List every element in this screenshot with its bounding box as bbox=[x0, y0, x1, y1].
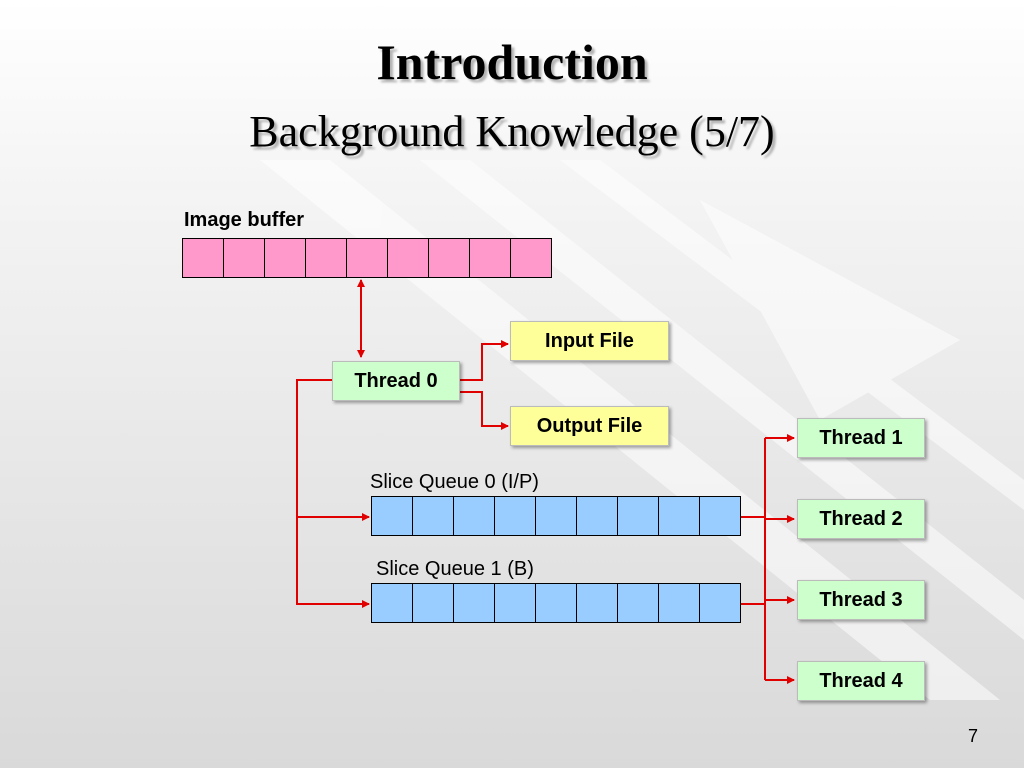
buffer-cell bbox=[428, 238, 470, 278]
buffer-cell bbox=[576, 496, 618, 536]
buffer-cell bbox=[535, 496, 577, 536]
buffer-cell bbox=[617, 583, 659, 623]
buffer-cell bbox=[264, 238, 306, 278]
buffer-cell bbox=[371, 496, 413, 536]
buffer-cell bbox=[576, 583, 618, 623]
slide-title: Introduction bbox=[376, 34, 648, 90]
buffer-cell bbox=[658, 496, 700, 536]
buffer-cell bbox=[617, 496, 659, 536]
buffer-cell bbox=[305, 238, 347, 278]
thread0-output-arrow bbox=[459, 391, 509, 430]
slice-queue-1-label: Slice Queue 1 (B) bbox=[376, 558, 534, 580]
buffer-cell bbox=[412, 583, 454, 623]
buffer-cell bbox=[510, 238, 552, 278]
image-buffer bbox=[182, 238, 552, 278]
buffer-cell bbox=[658, 583, 700, 623]
thread0-queue1-arrow bbox=[296, 517, 370, 608]
thread-0-box: Thread 0 bbox=[332, 361, 460, 401]
input-file-box: Input File bbox=[510, 321, 669, 361]
buffer-cell bbox=[699, 583, 741, 623]
slice-queue-0 bbox=[371, 496, 741, 536]
slide-subtitle: Background Knowledge (5/7) bbox=[249, 107, 775, 156]
buffer-cell bbox=[494, 496, 536, 536]
buffer-cell bbox=[412, 496, 454, 536]
thread-4-box: Thread 4 bbox=[797, 661, 925, 701]
buffer-cell bbox=[371, 583, 413, 623]
buffer-cell bbox=[453, 496, 495, 536]
thread-2-box: Thread 2 bbox=[797, 499, 925, 539]
thread-1-box: Thread 1 bbox=[797, 418, 925, 458]
slice-queue-1 bbox=[371, 583, 741, 623]
thread0-queue0-arrow bbox=[296, 379, 370, 521]
slice-queue-0-label: Slice Queue 0 (I/P) bbox=[370, 471, 539, 493]
buffer-cell bbox=[453, 583, 495, 623]
thread0-input-arrow bbox=[459, 340, 509, 381]
buffer-cell bbox=[223, 238, 265, 278]
image-buffer-label: Image buffer bbox=[184, 209, 305, 231]
buffer-cell bbox=[699, 496, 741, 536]
buffer-cell bbox=[346, 238, 388, 278]
buffer-cell bbox=[469, 238, 511, 278]
output-file-box: Output File bbox=[510, 406, 669, 446]
buffer-cell bbox=[387, 238, 429, 278]
buffer-cell bbox=[182, 238, 224, 278]
buffer-cell bbox=[535, 583, 577, 623]
page-number: 7 bbox=[967, 726, 978, 746]
thread-3-box: Thread 3 bbox=[797, 580, 925, 620]
buffer-cell bbox=[494, 583, 536, 623]
